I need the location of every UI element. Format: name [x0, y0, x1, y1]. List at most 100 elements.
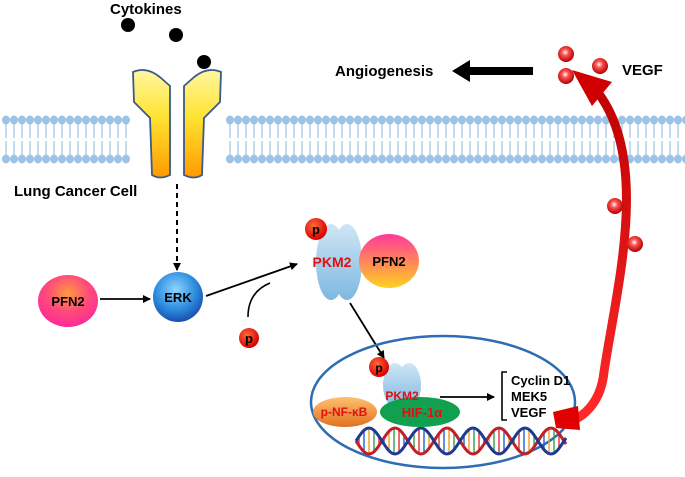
- lipid-head: [226, 115, 234, 125]
- lipid-head: [410, 154, 418, 164]
- lipid-head: [562, 115, 570, 125]
- lipid-head: [282, 154, 290, 164]
- lipid-head: [474, 115, 482, 125]
- vegf-dot: [627, 236, 643, 252]
- lipid-head: [562, 154, 570, 164]
- lipid-head: [242, 115, 250, 125]
- lipid-head: [354, 115, 362, 125]
- nucleus: [309, 334, 577, 470]
- nuclear-transcription-complex: [313, 357, 460, 427]
- lipid-head: [370, 154, 378, 164]
- lipid-head: [490, 154, 498, 164]
- vegf-dot: [592, 58, 608, 74]
- lipid-head: [426, 154, 434, 164]
- erk-kinase: [153, 272, 203, 322]
- phosphate-free-label: p: [245, 331, 253, 346]
- lipid-head: [378, 154, 386, 164]
- hif1a-label: HIF-1α: [402, 405, 443, 420]
- lipid-head: [258, 115, 266, 125]
- lipid-head: [362, 154, 370, 164]
- lipid-head: [642, 115, 650, 125]
- lipid-head: [578, 115, 586, 125]
- lipid-head: [34, 115, 42, 125]
- lipid-head: [674, 115, 682, 125]
- lipid-head: [314, 115, 322, 125]
- lipid-head: [394, 154, 402, 164]
- lipid-head: [498, 154, 506, 164]
- dna-helix: [354, 426, 568, 456]
- lipid-head: [34, 154, 42, 164]
- vegf-secretion-arrowhead: [572, 70, 612, 106]
- dna-strand: [354, 426, 568, 456]
- lipid-head: [594, 154, 602, 164]
- lipid-head: [418, 154, 426, 164]
- lipid-head: [458, 154, 466, 164]
- lipid-head: [682, 115, 685, 125]
- lipid-head: [346, 154, 354, 164]
- cytokine-dot: [197, 55, 211, 69]
- arrow-erk-to-pkm2: [205, 262, 298, 297]
- vegf-dot: [558, 46, 574, 62]
- gene-vegf: VEGF: [511, 405, 546, 420]
- vegf-secretion-arrow: [563, 85, 631, 428]
- lipid-head: [674, 154, 682, 164]
- pfn2-label: PFN2: [51, 294, 84, 309]
- lipid-head: [442, 154, 450, 164]
- lipid-head: [90, 115, 98, 125]
- lipid-head: [434, 154, 442, 164]
- lipid-head: [74, 115, 82, 125]
- vegf-secreted-label: VEGF: [622, 62, 663, 79]
- lipid-head: [250, 154, 258, 164]
- lipid-head: [522, 154, 530, 164]
- lipid-head: [546, 115, 554, 125]
- lipid-head: [658, 115, 666, 125]
- lipid-head: [234, 115, 242, 125]
- lipid-head: [482, 115, 490, 125]
- erk-label: ERK: [164, 290, 192, 305]
- lipid-head: [538, 154, 546, 164]
- lipid-head: [338, 115, 346, 125]
- lipid-head: [306, 115, 314, 125]
- lipid-head: [458, 115, 466, 125]
- lipid-head: [490, 115, 498, 125]
- lipid-head: [98, 154, 106, 164]
- lipid-head: [98, 115, 106, 125]
- lipid-head: [298, 115, 306, 125]
- lipid-head: [554, 154, 562, 164]
- lipid-head: [58, 154, 66, 164]
- lipid-head: [250, 115, 258, 125]
- lipid-head: [42, 115, 50, 125]
- lipid-head: [634, 115, 642, 125]
- lipid-head: [466, 154, 474, 164]
- lipid-head: [386, 154, 394, 164]
- lipid-head: [74, 154, 82, 164]
- lipid-head: [50, 154, 58, 164]
- lipid-head: [330, 115, 338, 125]
- lipid-head: [506, 115, 514, 125]
- lipid-head: [330, 154, 338, 164]
- lipid-head: [594, 115, 602, 125]
- lipid-head: [498, 115, 506, 125]
- lipid-head: [42, 154, 50, 164]
- lipid-head: [114, 115, 122, 125]
- lipid-head: [554, 115, 562, 125]
- lipid-head: [50, 115, 58, 125]
- lipid-head: [418, 115, 426, 125]
- pkm2-nuclear-subunit: [397, 363, 421, 407]
- lipid-head: [58, 115, 66, 125]
- lipid-head: [394, 115, 402, 125]
- lipid-head: [338, 154, 346, 164]
- lipid-head: [570, 154, 578, 164]
- lipid-head: [466, 115, 474, 125]
- vegf-molecules: [558, 46, 643, 252]
- angiogenesis-arrow: [452, 60, 533, 82]
- lipid-head: [66, 154, 74, 164]
- lipid-head: [242, 154, 250, 164]
- lipid-head: [586, 115, 594, 125]
- lipid-head: [650, 154, 658, 164]
- arrow-pkm2-to-nucleus: [349, 302, 385, 359]
- lipid-head: [522, 115, 530, 125]
- lipid-head: [234, 154, 242, 164]
- lipid-head: [266, 115, 274, 125]
